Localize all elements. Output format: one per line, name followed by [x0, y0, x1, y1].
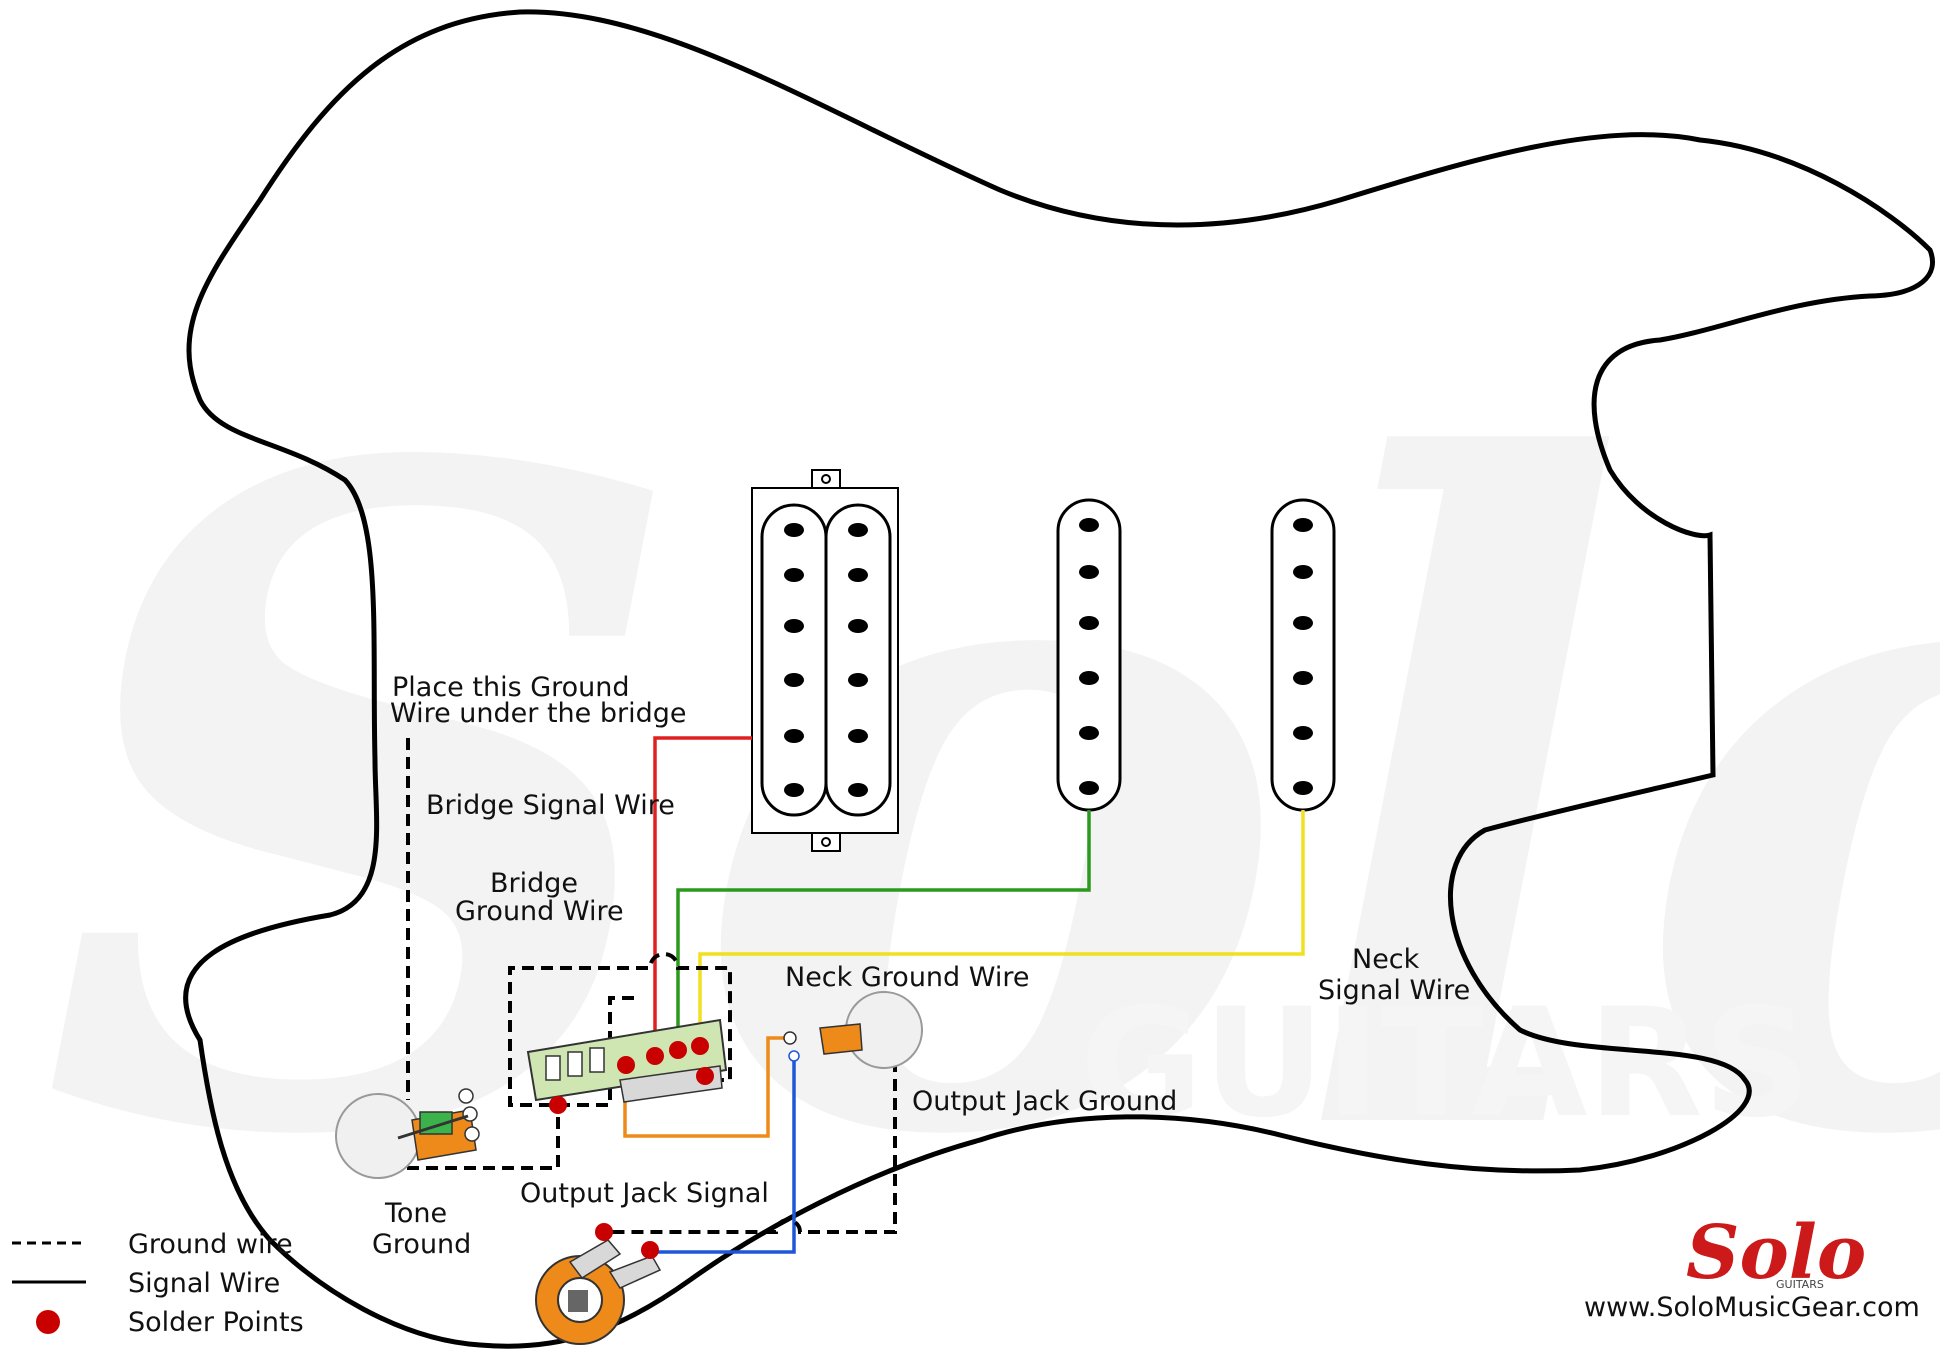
solder-point	[595, 1223, 613, 1241]
tone-ground-label-2: Ground	[372, 1229, 471, 1260]
legend-solder-swatch	[36, 1310, 60, 1334]
jack-signal-wire	[650, 1055, 796, 1254]
pole-piece	[848, 673, 868, 687]
legend-ground-label: Ground wire	[128, 1229, 293, 1260]
bridge-signal-wire	[653, 736, 752, 1055]
solder-points	[549, 1037, 714, 1259]
middle-single-coil-pickup	[1056, 498, 1122, 812]
solder-point	[641, 1241, 659, 1259]
solder-point	[549, 1096, 567, 1114]
tone-ground-label-1: Tone	[384, 1198, 447, 1229]
bridge-humbucker-pickup	[751, 469, 899, 852]
pole-piece	[784, 783, 804, 797]
neck-signal-label-2: Signal Wire	[1318, 975, 1470, 1006]
pole-piece	[784, 523, 804, 537]
bridge-ground-label-2: Ground Wire	[455, 896, 624, 927]
brand: Solo GUITARS www.SoloMusicGear.com	[1584, 1210, 1920, 1323]
tone-to-jack-wire	[623, 1036, 790, 1138]
middle-pole-pieces	[1079, 518, 1099, 795]
pole-piece	[1079, 781, 1099, 795]
pole-piece	[1079, 616, 1099, 630]
neck-single-coil-pickup	[1270, 498, 1336, 812]
brand-url: www.SoloMusicGear.com	[1584, 1292, 1920, 1323]
pole-piece	[1293, 726, 1313, 740]
pole-piece	[784, 568, 804, 582]
pole-piece	[1293, 565, 1313, 579]
diagram-labels: Place this Ground Wire under the bridge …	[372, 672, 1470, 1260]
solder-point	[617, 1056, 635, 1074]
pole-piece	[1293, 671, 1313, 685]
pole-piece	[1293, 616, 1313, 630]
pole-piece	[784, 619, 804, 633]
output-jack-bottom	[535, 1239, 662, 1345]
bridge-ground-label-1: Bridge	[490, 868, 578, 899]
pole-piece	[848, 568, 868, 582]
bridge-signal-wire-label: Bridge Signal Wire	[426, 790, 675, 821]
legend-signal-label: Signal Wire	[128, 1268, 280, 1299]
watermark: Solo GUITARS	[40, 276, 1940, 1333]
pole-piece	[784, 729, 804, 743]
output-jack-top	[783, 991, 923, 1069]
solder-point	[696, 1067, 714, 1085]
legend-solder-label: Solder Points	[128, 1307, 304, 1338]
neck-pole-pieces	[1293, 518, 1313, 795]
pole-piece	[1079, 565, 1099, 579]
humbucker-pole-pieces	[784, 523, 868, 797]
guitar-body-outline	[183, 9, 1935, 1349]
pole-piece	[848, 729, 868, 743]
pole-piece	[1293, 518, 1313, 532]
solder-point	[646, 1047, 664, 1065]
watermark-word: Solo	[40, 276, 1940, 1333]
neck-signal-label-1: Neck	[1352, 944, 1420, 975]
ground-under-bridge-label-1: Place this Ground	[392, 672, 630, 703]
neck-ground-wire-label: Neck Ground Wire	[785, 962, 1030, 993]
pole-piece	[784, 673, 804, 687]
output-jack-ground-label: Output Jack Ground	[912, 1086, 1177, 1117]
solder-point	[691, 1037, 709, 1055]
ground-wires	[388, 738, 897, 1234]
brand-logo: Solo	[1686, 1210, 1866, 1296]
pole-piece	[1079, 671, 1099, 685]
pole-piece	[1079, 726, 1099, 740]
ground-under-bridge-label-2: Wire under the bridge	[390, 698, 687, 729]
tone-pot	[335, 1088, 480, 1179]
pole-piece	[848, 783, 868, 797]
solder-point	[669, 1041, 687, 1059]
brand-logo-sub: GUITARS	[1776, 1278, 1824, 1291]
pole-piece	[848, 523, 868, 537]
pole-piece	[1293, 781, 1313, 795]
neck-signal-wire	[698, 810, 1305, 1045]
pole-piece	[848, 619, 868, 633]
output-jack-signal-label: Output Jack Signal	[520, 1178, 769, 1209]
pole-piece	[1079, 518, 1099, 532]
legend: Ground wire Signal Wire Solder Points	[12, 1229, 304, 1338]
